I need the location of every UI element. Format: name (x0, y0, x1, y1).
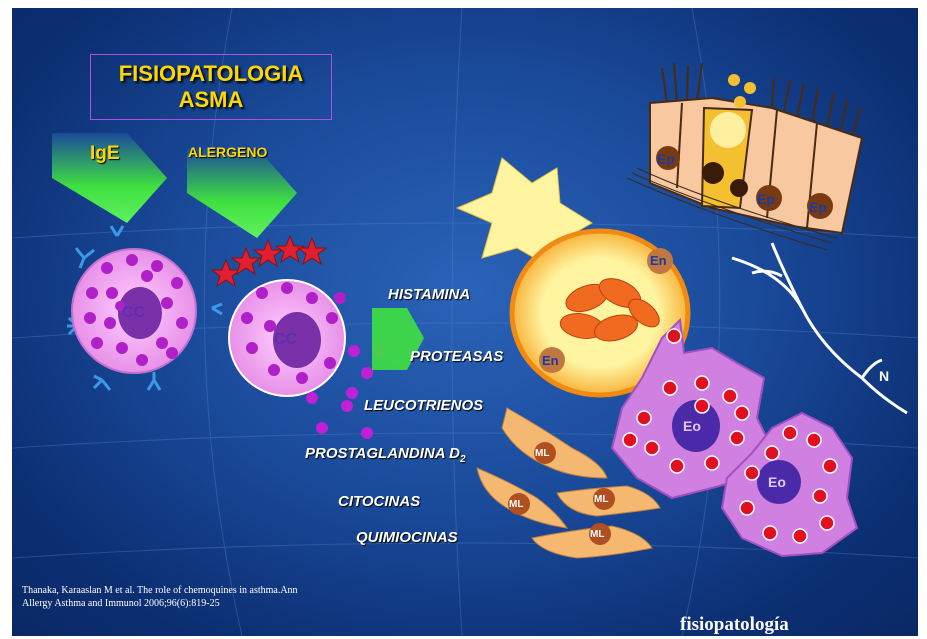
ml-label-1: ML (535, 448, 549, 459)
en-label-bottom: En (542, 353, 559, 368)
eo-label-top: Eo (683, 418, 701, 434)
ml-label-3: ML (594, 494, 608, 505)
ml-label-4: ML (590, 529, 604, 540)
slide: FISIOPATOLOGIA ASMA IgE ALERGENO CC CC H… (12, 8, 918, 636)
mediator-proteasas: PROTEASAS (410, 348, 503, 365)
reference-line1: Thanaka, Karaaslan M et al. The role of … (22, 584, 422, 597)
mediator-histamina: HISTAMINA (388, 286, 470, 303)
mediator-leucotrienos: LEUCOTRIENOS (364, 397, 483, 414)
reference-line2: Allergy Asthma and Immunol 2006;96(6):81… (22, 597, 422, 610)
ep-label-1: Ep (657, 151, 675, 167)
mast-cell-activated (229, 280, 386, 439)
reference-citation: Thanaka, Karaaslan M et al. The role of … (22, 584, 422, 610)
footer-label: fisiopatología (680, 614, 789, 636)
en-label-top: En (650, 253, 667, 268)
title-line1: FISIOPATOLOGIA (91, 61, 331, 87)
title-line2: ASMA (91, 87, 331, 113)
cc-label-activated: CC (274, 331, 297, 349)
mediator-quimiocinas: QUIMIOCINAS (356, 529, 458, 546)
ige-label: IgE (90, 143, 120, 165)
ml-label-2: ML (509, 499, 523, 510)
alergeno-arrow (187, 148, 297, 238)
alergeno-label: ALERGENO (188, 144, 267, 160)
mediator-prostaglandina: PROSTAGLANDINA D2 (305, 445, 466, 465)
cc-label-left: CC (122, 304, 145, 322)
mediator-citocinas: CITOCINAS (338, 493, 420, 510)
allergen-stars (212, 236, 326, 286)
prostaglandin-subscript: 2 (460, 454, 466, 465)
ep-label-2: Ep (757, 191, 775, 207)
title-box: FISIOPATOLOGIA ASMA (90, 54, 332, 120)
eo-label-bottom: Eo (768, 474, 786, 490)
nerve-label: N (879, 368, 889, 384)
ep-label-3: Ep (809, 199, 827, 215)
